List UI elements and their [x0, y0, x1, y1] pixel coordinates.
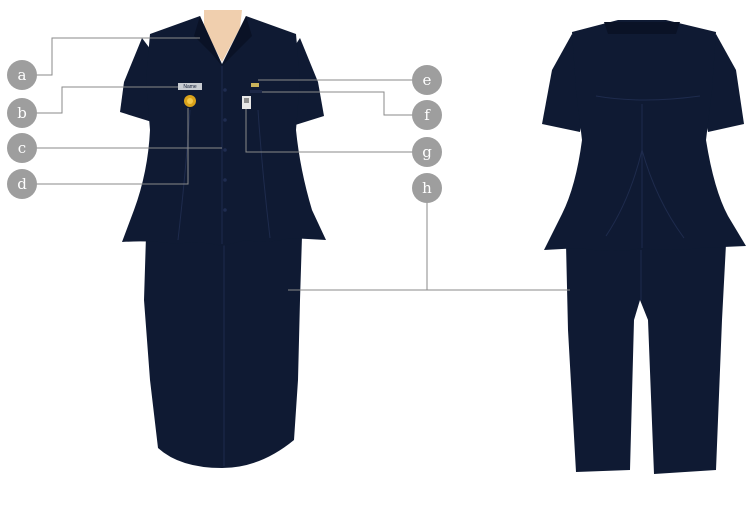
callout-e-label: e [423, 71, 432, 89]
pocket-flap [250, 90, 262, 93]
callout-a-label: a [18, 66, 27, 84]
callout-h-label: h [422, 179, 432, 197]
callout-d-label: d [17, 175, 27, 193]
callout-h: h [412, 173, 442, 203]
back-collar [604, 22, 680, 34]
callout-g: g [412, 137, 442, 167]
front-view: Name [120, 10, 326, 468]
back-view [542, 20, 746, 474]
back-trousers [566, 244, 726, 474]
callout-a: a [7, 60, 37, 90]
front-skirt [144, 236, 302, 468]
pin-badge [251, 83, 259, 87]
callout-b: b [7, 98, 37, 128]
callout-b-label: b [17, 104, 27, 122]
callout-d: d [7, 169, 37, 199]
callout-g-label: g [422, 143, 432, 161]
name-tag-text: Name [183, 84, 197, 90]
id-card [242, 96, 251, 109]
callout-f: f [412, 100, 442, 130]
name-tag: Name [178, 83, 202, 90]
callout-c: c [7, 133, 37, 163]
emblem-badge [184, 95, 196, 107]
callout-c-label: c [18, 139, 26, 157]
callout-e: e [412, 65, 442, 95]
